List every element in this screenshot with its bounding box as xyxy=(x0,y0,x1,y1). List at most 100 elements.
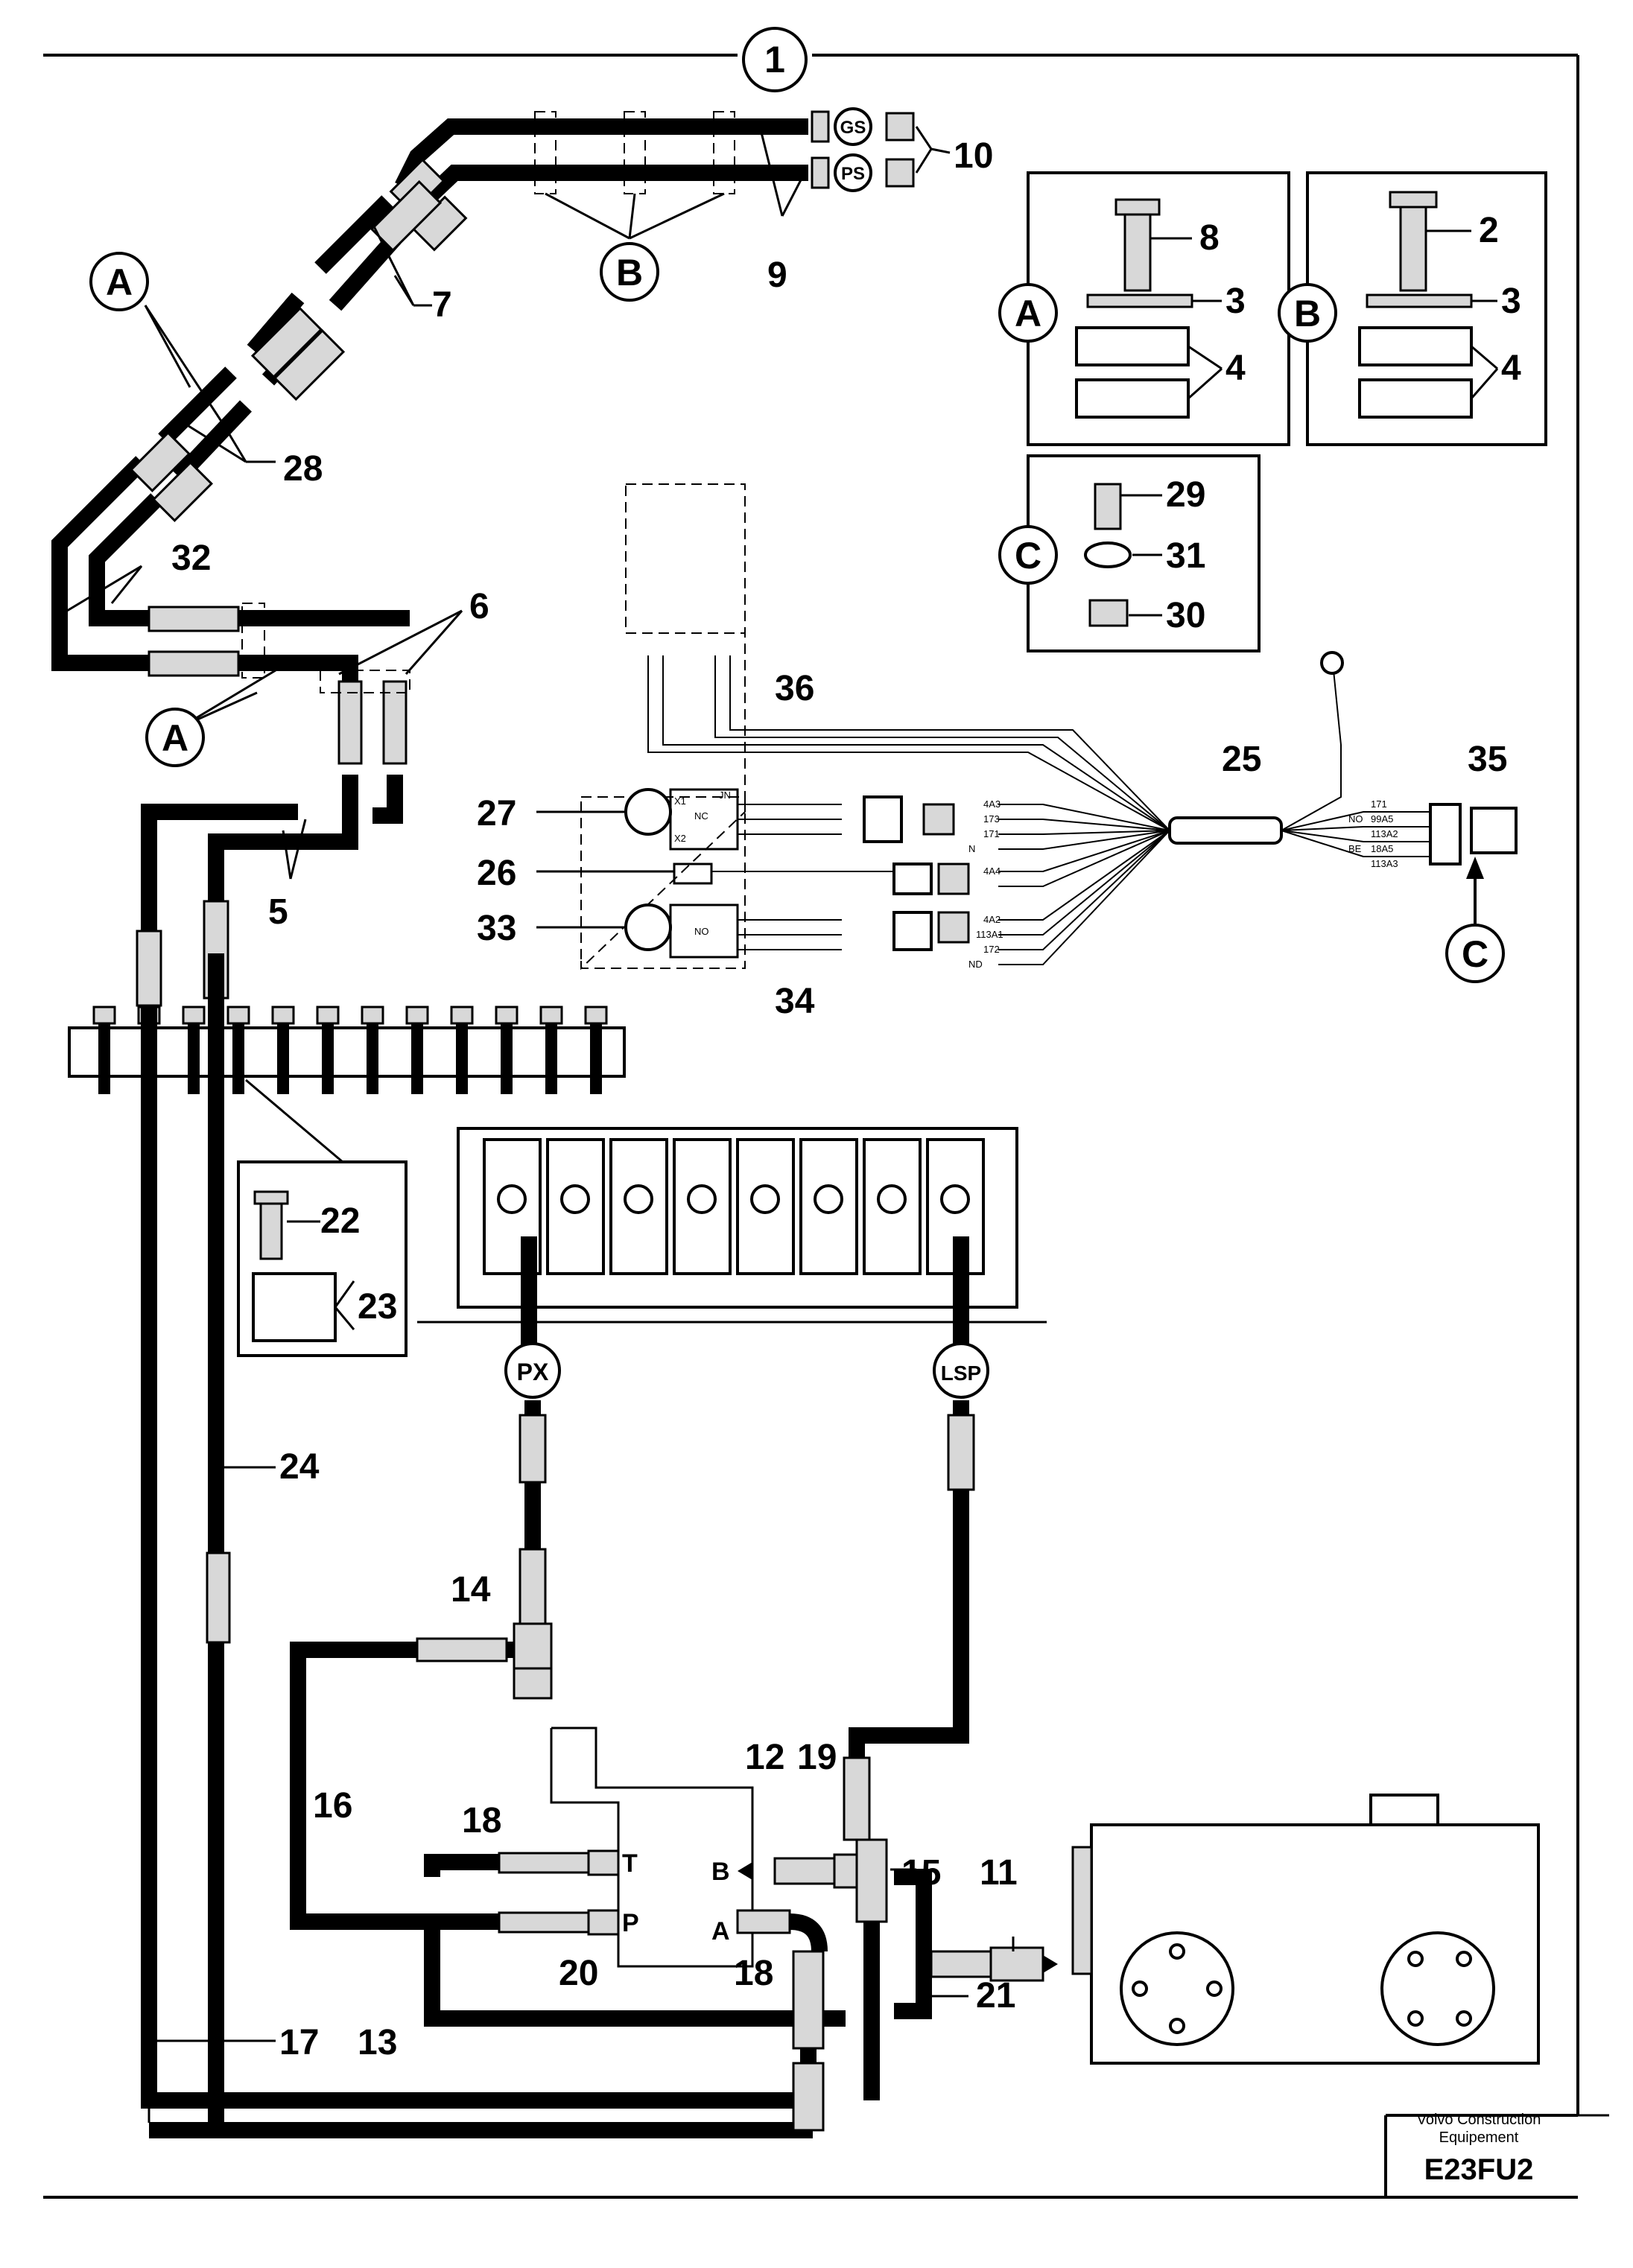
svg-text:PX: PX xyxy=(517,1359,549,1385)
clamp-bolt-head xyxy=(405,1006,429,1025)
callout-16: 16 xyxy=(313,1786,352,1826)
clamp-bolt-shank xyxy=(188,1023,200,1094)
callout-23: 23 xyxy=(358,1287,397,1327)
title-block: Volvo Construction Equipement E23FU2 xyxy=(1386,2112,1609,2186)
svg-text:B: B xyxy=(616,252,643,293)
callout-1: 1 xyxy=(764,39,785,80)
svg-text:JN: JN xyxy=(719,790,731,801)
svg-text:18A5: 18A5 xyxy=(1371,843,1393,854)
svg-text:N: N xyxy=(968,843,975,854)
port-a: A xyxy=(711,1917,730,1945)
clamp-bolt-shank xyxy=(501,1023,513,1094)
drawing-code: E23FU2 xyxy=(1424,2153,1534,2186)
clamp-bolt-head xyxy=(316,1006,340,1025)
pump xyxy=(1071,1794,1540,2065)
clamp-bolt-shank xyxy=(98,1023,110,1094)
item-1-circle xyxy=(742,27,808,92)
detail-a-box xyxy=(1027,171,1290,446)
clamp-bolt-head xyxy=(361,1006,384,1025)
callout-32: 32 xyxy=(171,539,211,578)
callout-22: 22 xyxy=(320,1201,360,1241)
circle-ref-A3: A xyxy=(145,708,205,767)
lower-valve-block xyxy=(298,1727,1058,2132)
clamp-bolt-head xyxy=(495,1006,519,1025)
svg-text:A: A xyxy=(1015,293,1041,334)
detail-c-box xyxy=(1027,454,1261,652)
svg-text:173: 173 xyxy=(983,813,1000,825)
callout-36: 36 xyxy=(775,669,814,708)
port-t: T xyxy=(622,1849,638,1878)
clamp-bolt-shank xyxy=(232,1023,244,1094)
clamp-bolt-head xyxy=(450,1006,474,1025)
callout-15: 15 xyxy=(901,1853,941,1893)
clamp-bolt-shank xyxy=(411,1023,423,1094)
svg-text:A: A xyxy=(106,261,133,303)
svg-text:A: A xyxy=(162,717,188,759)
callout-8: 8 xyxy=(1199,218,1220,258)
svg-text:172: 172 xyxy=(983,944,1000,955)
callout-2: 2 xyxy=(1479,211,1499,250)
svg-text:113A2: 113A2 xyxy=(1371,828,1398,839)
electrical-harness xyxy=(536,483,1518,971)
callout-35: 35 xyxy=(1468,740,1507,779)
callout-18a: 18 xyxy=(462,1801,501,1840)
ps-port-tag: PS xyxy=(834,153,872,192)
circle-ref-A2: A xyxy=(998,283,1058,343)
detail-b-box xyxy=(1306,171,1547,446)
upper-hose-routing xyxy=(51,110,830,671)
callout-10: 10 xyxy=(954,136,993,176)
clamp-bolt-head xyxy=(584,1006,608,1025)
middle-hoses xyxy=(141,603,463,953)
clamp-bolt-shank xyxy=(456,1023,468,1094)
callout-12: 12 xyxy=(745,1738,784,1777)
callout-21: 21 xyxy=(976,1976,1015,2016)
upper-leaders xyxy=(66,126,806,612)
svg-text:113A3: 113A3 xyxy=(1371,858,1398,869)
callout-4b: 4 xyxy=(1501,349,1521,388)
svg-text:113A1: 113A1 xyxy=(976,929,1003,940)
item-10-plugs xyxy=(885,112,951,188)
svg-text:4A4: 4A4 xyxy=(983,865,1001,877)
lsp-port-tag: LSP xyxy=(933,1342,989,1399)
svg-text:4A2: 4A2 xyxy=(983,914,1001,925)
relay-33-icon xyxy=(624,903,672,951)
drawing-frame: 1 xyxy=(43,27,1579,2199)
svg-text:99A5: 99A5 xyxy=(1371,813,1393,825)
clamp-bolt-shank xyxy=(590,1023,602,1094)
svg-text:171: 171 xyxy=(1371,798,1387,810)
clamp-bolt-head xyxy=(539,1006,563,1025)
svg-text:B: B xyxy=(1294,293,1321,334)
callout-26: 26 xyxy=(477,854,516,893)
callout-27: 27 xyxy=(477,794,516,833)
callout-25: 25 xyxy=(1222,740,1261,779)
gs-fitting xyxy=(811,110,830,143)
callout-17: 17 xyxy=(279,2023,319,2062)
callout-5: 5 xyxy=(268,892,288,932)
item-6-fitting-right xyxy=(382,680,408,765)
callout-33: 33 xyxy=(477,909,516,948)
relay-35 xyxy=(1470,807,1518,854)
svg-text:ND: ND xyxy=(968,959,983,970)
clamp-bolt-head xyxy=(182,1006,206,1025)
gs-port-tag: GS xyxy=(834,107,872,146)
svg-text:C: C xyxy=(1015,535,1041,576)
callout-6: 6 xyxy=(469,587,489,626)
wiring-tags: 4A3 173 171 4A4 4A2 113A1 172 N ND 171 9… xyxy=(674,790,1398,970)
clamp-bolt-shank xyxy=(545,1023,557,1094)
valve-port-icon xyxy=(814,1184,843,1214)
callout-34: 34 xyxy=(775,982,815,1021)
callout-29: 29 xyxy=(1166,475,1205,515)
clamp-bolt-head xyxy=(92,1006,116,1025)
clamp-bolt-head xyxy=(271,1006,295,1025)
callout-3b: 3 xyxy=(1501,282,1521,321)
circle-ref-C2: C xyxy=(1445,924,1505,983)
company-line-2: Equipement xyxy=(1439,2129,1519,2146)
svg-text:NC: NC xyxy=(694,810,708,822)
clamp-bolt-head xyxy=(226,1006,250,1025)
callout-3: 3 xyxy=(1225,282,1246,321)
control-valve xyxy=(417,1127,1047,1356)
svg-text:4A3: 4A3 xyxy=(983,798,1001,810)
svg-text:171: 171 xyxy=(983,828,1000,839)
callout-28: 28 xyxy=(283,449,323,489)
